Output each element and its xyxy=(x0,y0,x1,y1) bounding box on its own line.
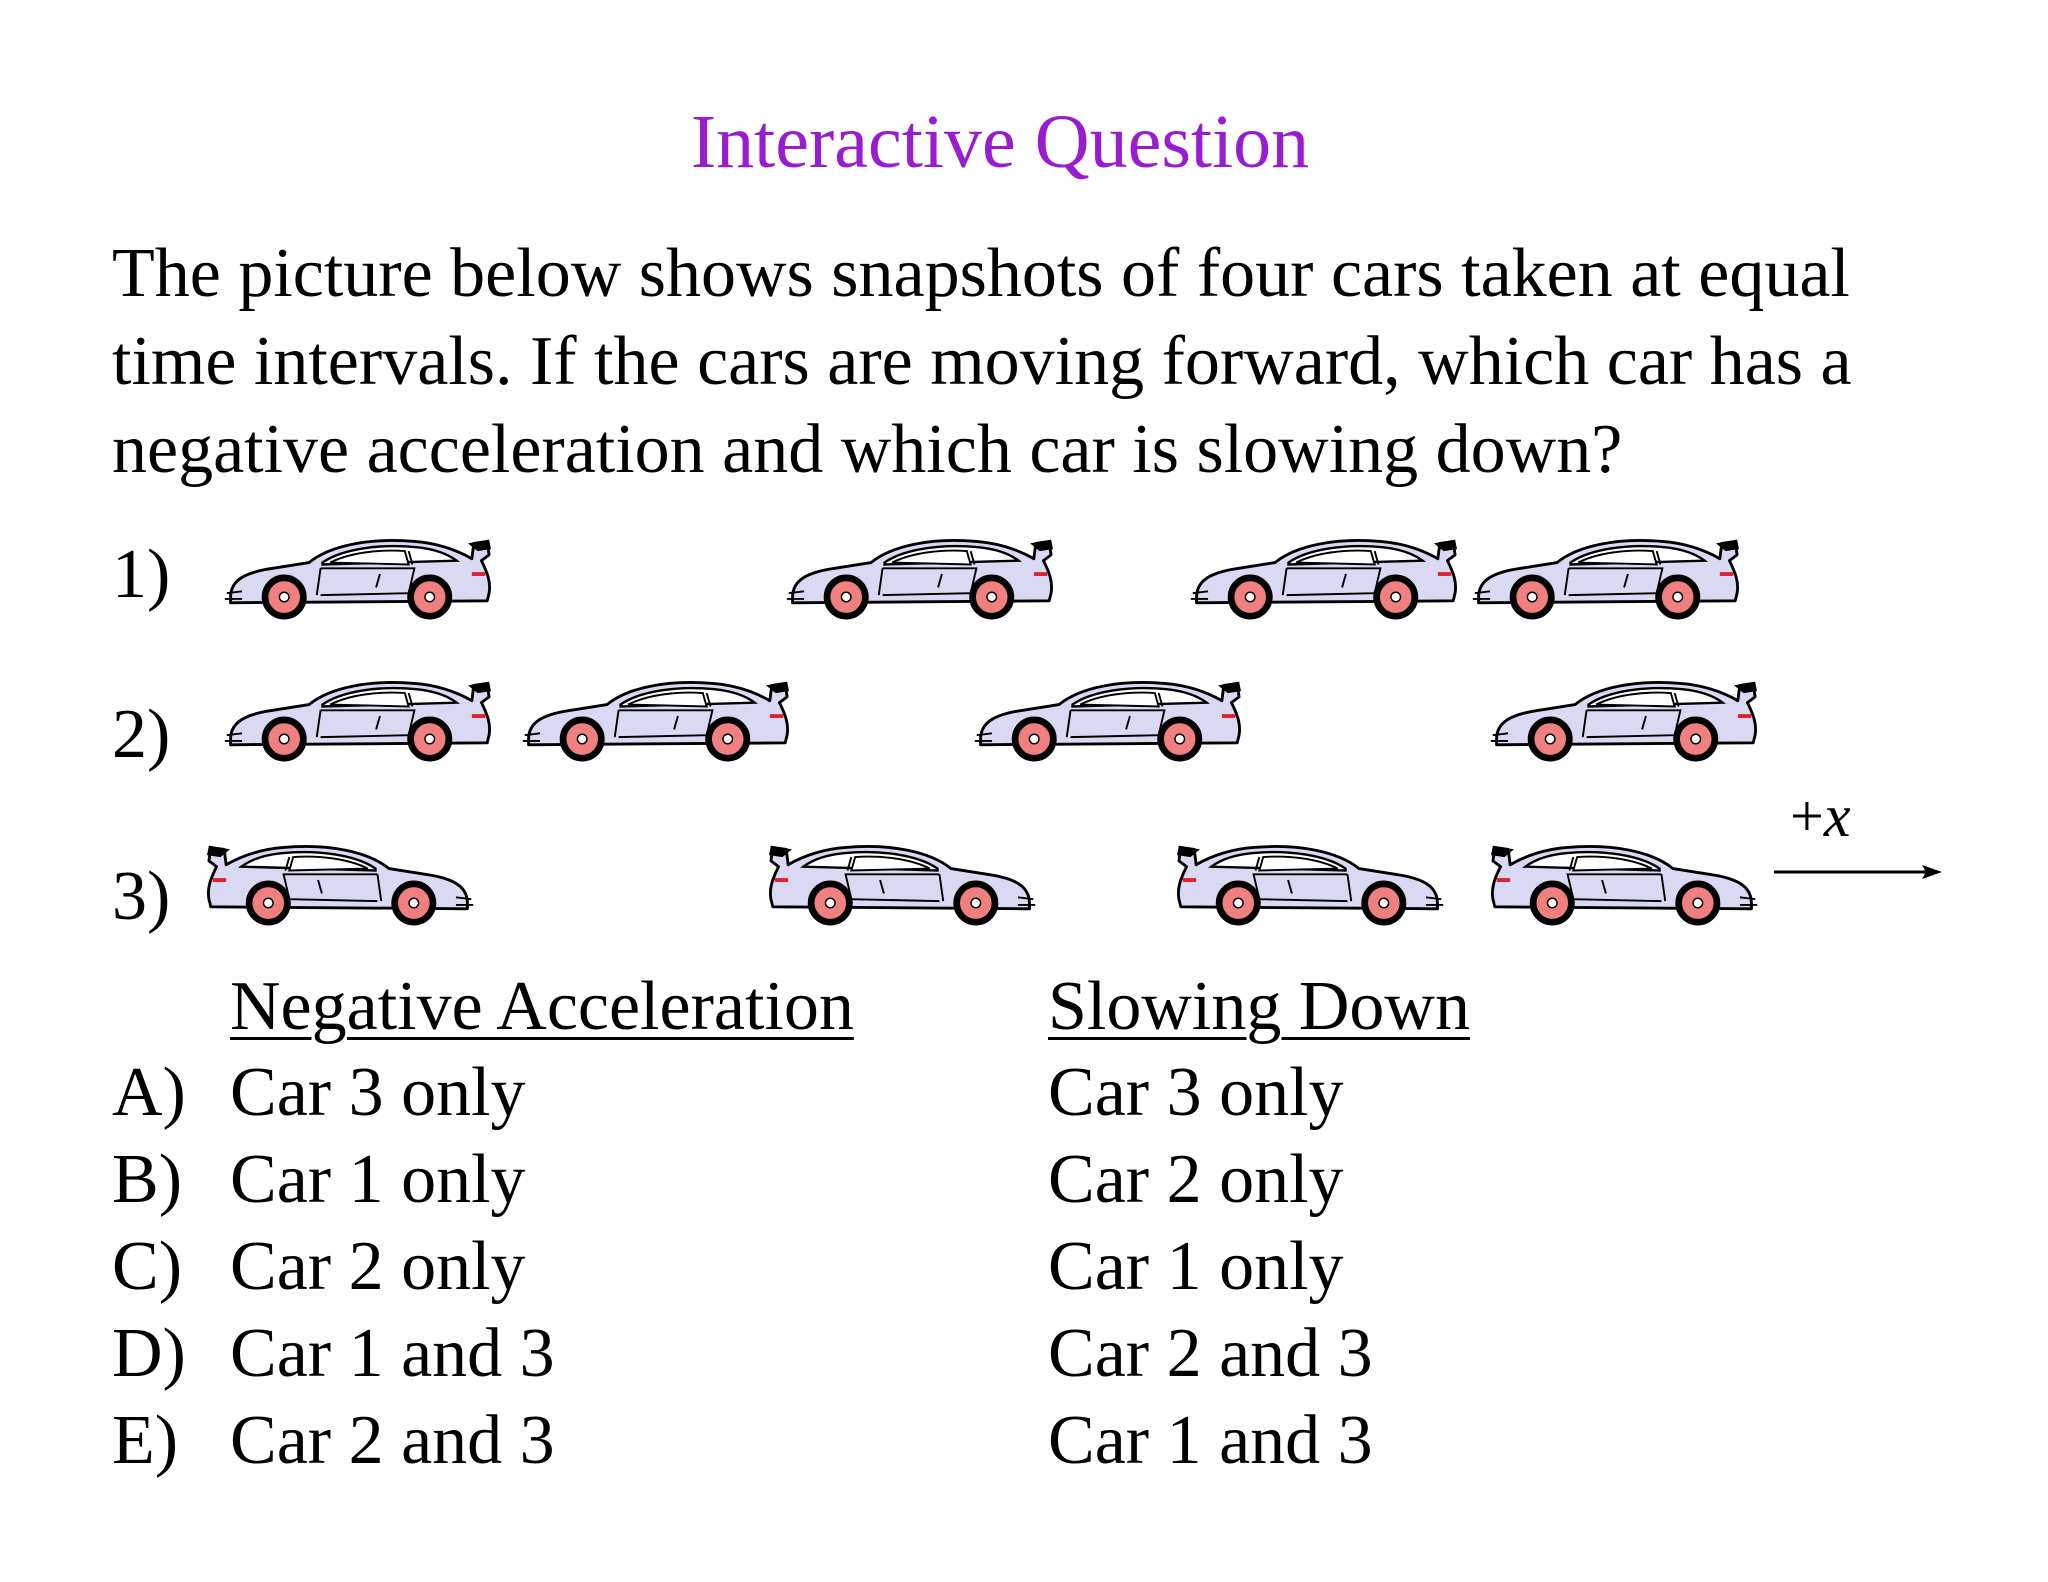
car-right-icon xyxy=(776,530,1060,620)
car-right-icon xyxy=(214,530,498,620)
question-text: The picture below shows snapshots of fou… xyxy=(112,230,1992,494)
answer-slowing: Car 2 only xyxy=(1048,1141,1344,1218)
row-label-2: 2) xyxy=(112,696,171,773)
answer-letter: C) xyxy=(112,1228,182,1305)
answer-slowing: Car 3 only xyxy=(1048,1054,1344,1131)
car-left-icon xyxy=(200,836,484,926)
car-right-icon xyxy=(1462,530,1746,620)
answer-negative: Car 1 and 3 xyxy=(230,1315,555,1392)
answer-letter: D) xyxy=(112,1315,186,1392)
answer-letter: E) xyxy=(112,1402,179,1479)
header-negative-acceleration: Negative Acceleration xyxy=(230,968,854,1045)
answer-negative: Car 2 only xyxy=(230,1228,526,1305)
answer-slowing: Car 1 and 3 xyxy=(1048,1402,1373,1479)
answer-negative: Car 1 only xyxy=(230,1141,526,1218)
arrow-right-icon xyxy=(1774,792,1944,882)
car-left-icon xyxy=(1170,836,1454,926)
question-line: time intervals. If the cars are moving f… xyxy=(112,323,1852,400)
answer-letter: A) xyxy=(112,1054,186,1131)
car-right-icon xyxy=(512,672,796,762)
row-label-1: 1) xyxy=(112,536,171,613)
page-title: Interactive Question xyxy=(690,100,1310,184)
answer-slowing: Car 2 and 3 xyxy=(1048,1315,1373,1392)
row-label-3: 3) xyxy=(112,858,171,935)
answer-letter: B) xyxy=(112,1141,182,1218)
answer-negative: Car 2 and 3 xyxy=(230,1402,555,1479)
question-line: negative acceleration and which car is s… xyxy=(112,411,1623,488)
car-left-icon xyxy=(762,836,1046,926)
answer-negative: Car 3 only xyxy=(230,1054,526,1131)
question-line: The picture below shows snapshots of fou… xyxy=(112,235,1850,312)
answer-slowing: Car 1 only xyxy=(1048,1228,1344,1305)
car-right-icon xyxy=(214,672,498,762)
car-right-icon xyxy=(964,672,1248,762)
car-left-icon xyxy=(1484,836,1768,926)
header-slowing-down: Slowing Down xyxy=(1048,968,1470,1045)
car-right-icon xyxy=(1180,530,1464,620)
car-right-icon xyxy=(1480,672,1764,762)
axis-label: +x xyxy=(1790,783,1851,849)
